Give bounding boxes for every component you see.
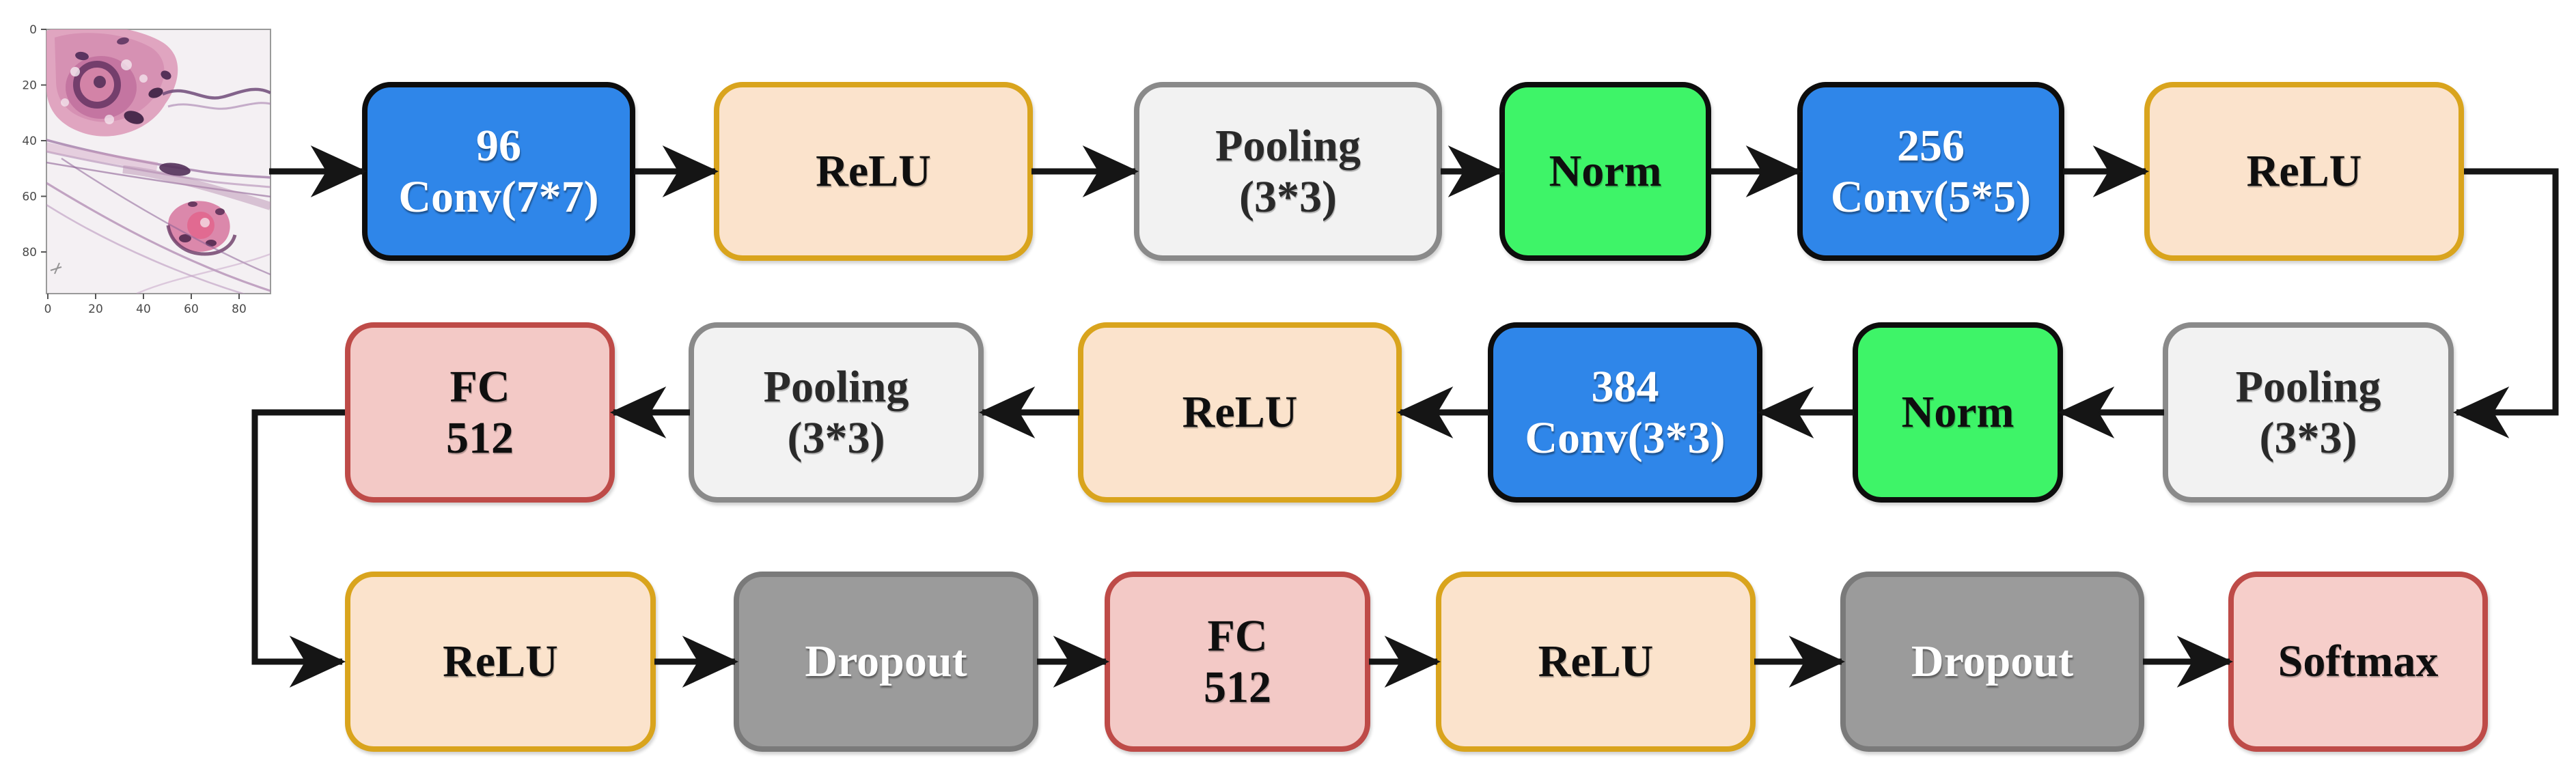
- node-relu3: ReLU: [1078, 322, 1402, 503]
- node-label: (3*3): [1239, 172, 1337, 222]
- node-label: Norm: [1549, 146, 1662, 197]
- node-label: ReLU: [1538, 636, 1654, 687]
- node-pool2: Pooling(3*3): [2163, 322, 2454, 503]
- node-label: (3*3): [2259, 413, 2357, 463]
- node-label: ReLU: [2246, 146, 2362, 197]
- node-norm2: Norm: [1853, 322, 2063, 503]
- node-softmax: Softmax: [2228, 572, 2488, 752]
- histology-input-image: 0 20 40 60 80 0 20 40 60 80: [22, 23, 271, 316]
- node-label: ReLU: [443, 636, 558, 687]
- x-tick-label: 40: [136, 302, 151, 316]
- node-label: 96: [476, 120, 521, 171]
- node-label: Softmax: [2277, 636, 2439, 687]
- node-drop1: Dropout: [734, 572, 1038, 752]
- y-tick-label: 80: [22, 246, 37, 259]
- y-tick-label: 20: [22, 79, 37, 93]
- y-tick-label: 0: [29, 23, 37, 37]
- x-tick-label: 0: [44, 302, 52, 316]
- x-tick-label: 80: [232, 302, 247, 316]
- node-label: ReLU: [1182, 387, 1298, 438]
- node-relu4: ReLU: [345, 572, 656, 752]
- node-drop2: Dropout: [1840, 572, 2144, 752]
- node-label: Norm: [1901, 387, 2014, 438]
- node-label: 512: [1204, 662, 1271, 712]
- tissue-art: [46, 29, 271, 294]
- x-axis-ticks: 0 20 40 60 80: [44, 294, 247, 316]
- node-relu2: ReLU: [2144, 82, 2464, 261]
- x-tick-label: 60: [184, 302, 199, 316]
- node-label: 256: [1897, 120, 1965, 171]
- y-axis-ticks: 0 20 40 60 80: [22, 23, 46, 259]
- node-relu5: ReLU: [1436, 572, 1756, 752]
- node-label: FC: [1207, 610, 1268, 661]
- node-label: Conv(5*5): [1830, 172, 2032, 222]
- x-tick-label: 20: [88, 302, 103, 316]
- y-tick-label: 40: [22, 135, 37, 148]
- node-label: FC: [449, 361, 510, 412]
- node-label: Conv(7*7): [398, 172, 599, 222]
- node-label: ReLU: [816, 146, 931, 197]
- node-pool3: Pooling(3*3): [689, 322, 984, 503]
- node-label: Dropout: [805, 636, 967, 687]
- node-label: Conv(3*3): [1525, 413, 1726, 463]
- node-label: 512: [446, 413, 514, 463]
- node-label: Pooling: [1215, 120, 1361, 171]
- y-tick-label: 60: [22, 191, 37, 204]
- node-label: Pooling: [763, 361, 909, 412]
- node-label: Dropout: [1911, 636, 2074, 687]
- node-label: 384: [1591, 361, 1659, 412]
- node-norm1: Norm: [1499, 82, 1711, 261]
- node-label: Pooling: [2235, 361, 2381, 412]
- node-label: (3*3): [787, 413, 885, 463]
- node-relu1: ReLU: [714, 82, 1033, 261]
- node-pool1: Pooling(3*3): [1134, 82, 1442, 261]
